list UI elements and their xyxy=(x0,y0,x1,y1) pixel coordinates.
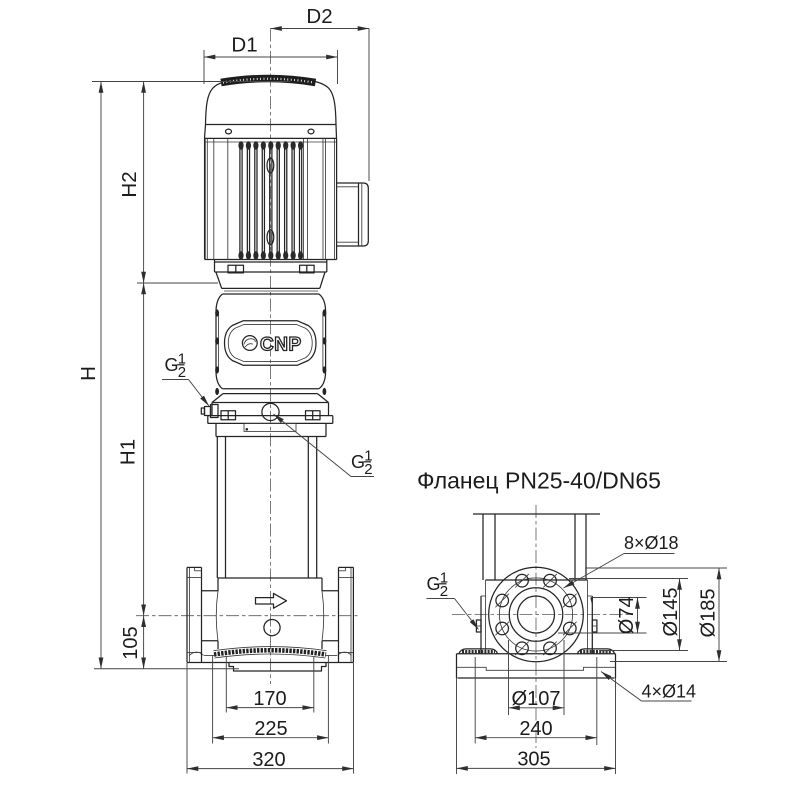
svg-text:225: 225 xyxy=(254,718,287,740)
svg-text:1: 1 xyxy=(440,570,448,587)
svg-text:2: 2 xyxy=(178,364,186,381)
svg-text:2: 2 xyxy=(440,583,448,600)
svg-text:1: 1 xyxy=(178,351,186,368)
svg-text:Ø74: Ø74 xyxy=(616,596,638,634)
svg-text:170: 170 xyxy=(253,688,286,710)
svg-text:CNP: CNP xyxy=(260,334,302,355)
svg-text:240: 240 xyxy=(519,718,552,740)
svg-text:Фланец PN25-40/DN65: Фланец PN25-40/DN65 xyxy=(417,468,661,494)
svg-text:H: H xyxy=(77,366,100,381)
svg-text:105: 105 xyxy=(120,626,142,659)
svg-text:D2: D2 xyxy=(306,5,332,28)
svg-text:320: 320 xyxy=(252,749,285,771)
svg-text:Ø107: Ø107 xyxy=(512,688,561,710)
svg-text:1: 1 xyxy=(364,448,372,465)
svg-text:G: G xyxy=(427,574,441,594)
svg-text:Ø145: Ø145 xyxy=(660,588,682,637)
svg-text:305: 305 xyxy=(517,749,550,771)
svg-text:8×Ø18: 8×Ø18 xyxy=(624,533,679,553)
svg-text:Ø185: Ø185 xyxy=(698,589,720,638)
svg-text:2: 2 xyxy=(364,461,372,478)
svg-text:G: G xyxy=(351,452,365,472)
svg-text:H1: H1 xyxy=(117,439,140,465)
svg-text:G: G xyxy=(165,355,179,375)
svg-text:D1: D1 xyxy=(231,34,257,57)
svg-text:H2: H2 xyxy=(118,171,141,197)
svg-text:4×Ø14: 4×Ø14 xyxy=(642,682,697,702)
